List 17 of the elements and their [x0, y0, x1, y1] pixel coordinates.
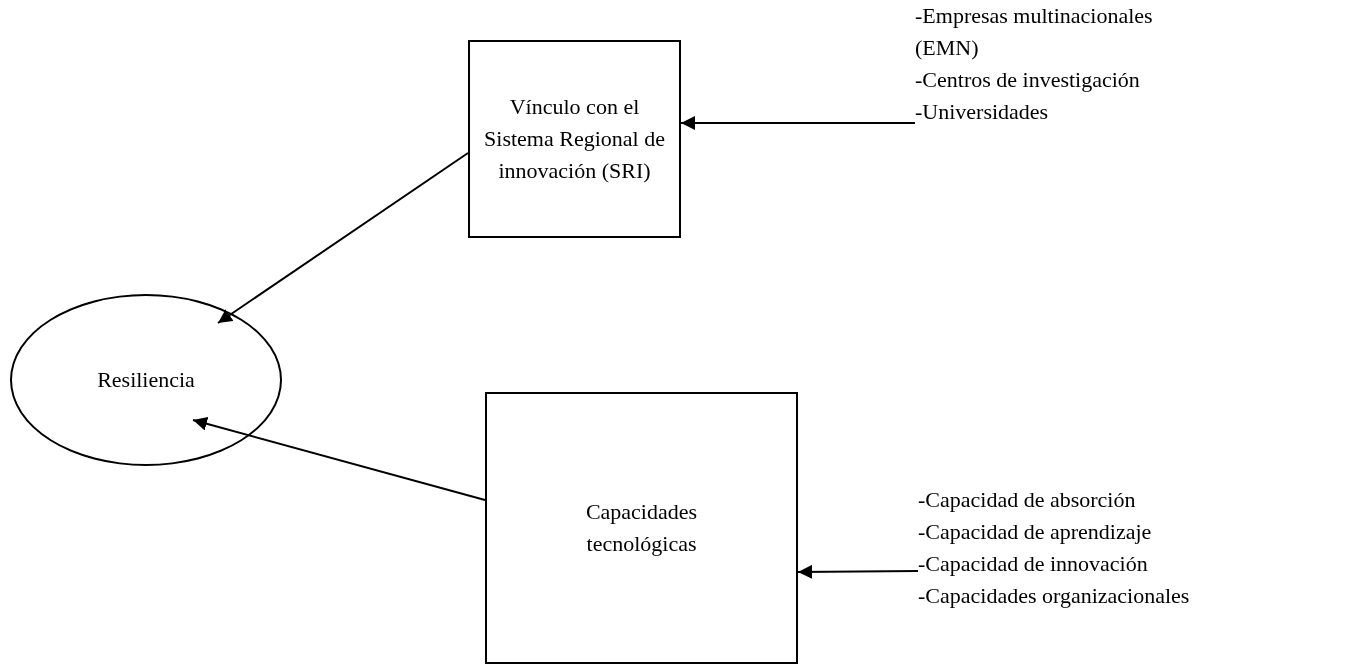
arrow: [797, 564, 919, 579]
list-item: -Capacidades organizacionales: [918, 581, 1191, 610]
node-label: Resiliencia: [97, 366, 195, 395]
list-item: -Universidades: [915, 97, 1050, 126]
node-label: Capacidades tecnológicas: [584, 498, 699, 558]
arrow: [192, 416, 486, 501]
list-item: -Capacidad de aprendizaje: [918, 517, 1153, 546]
list-item: -Capacidad de innovación: [918, 549, 1149, 578]
list-item: -Centros de investigación: [915, 65, 1141, 94]
process-box: [485, 392, 798, 664]
list-item: -Empresas multinacionales (EMN): [915, 2, 1154, 62]
node-label: Vínculo con el Sistema Regional de innovación (SRI): [483, 93, 666, 185]
list-item: -Capacidad de absorción: [918, 486, 1137, 514]
arrow: [217, 152, 469, 324]
process-box: [468, 40, 681, 238]
ellipse-node: [10, 294, 282, 466]
arrow: [680, 116, 916, 130]
